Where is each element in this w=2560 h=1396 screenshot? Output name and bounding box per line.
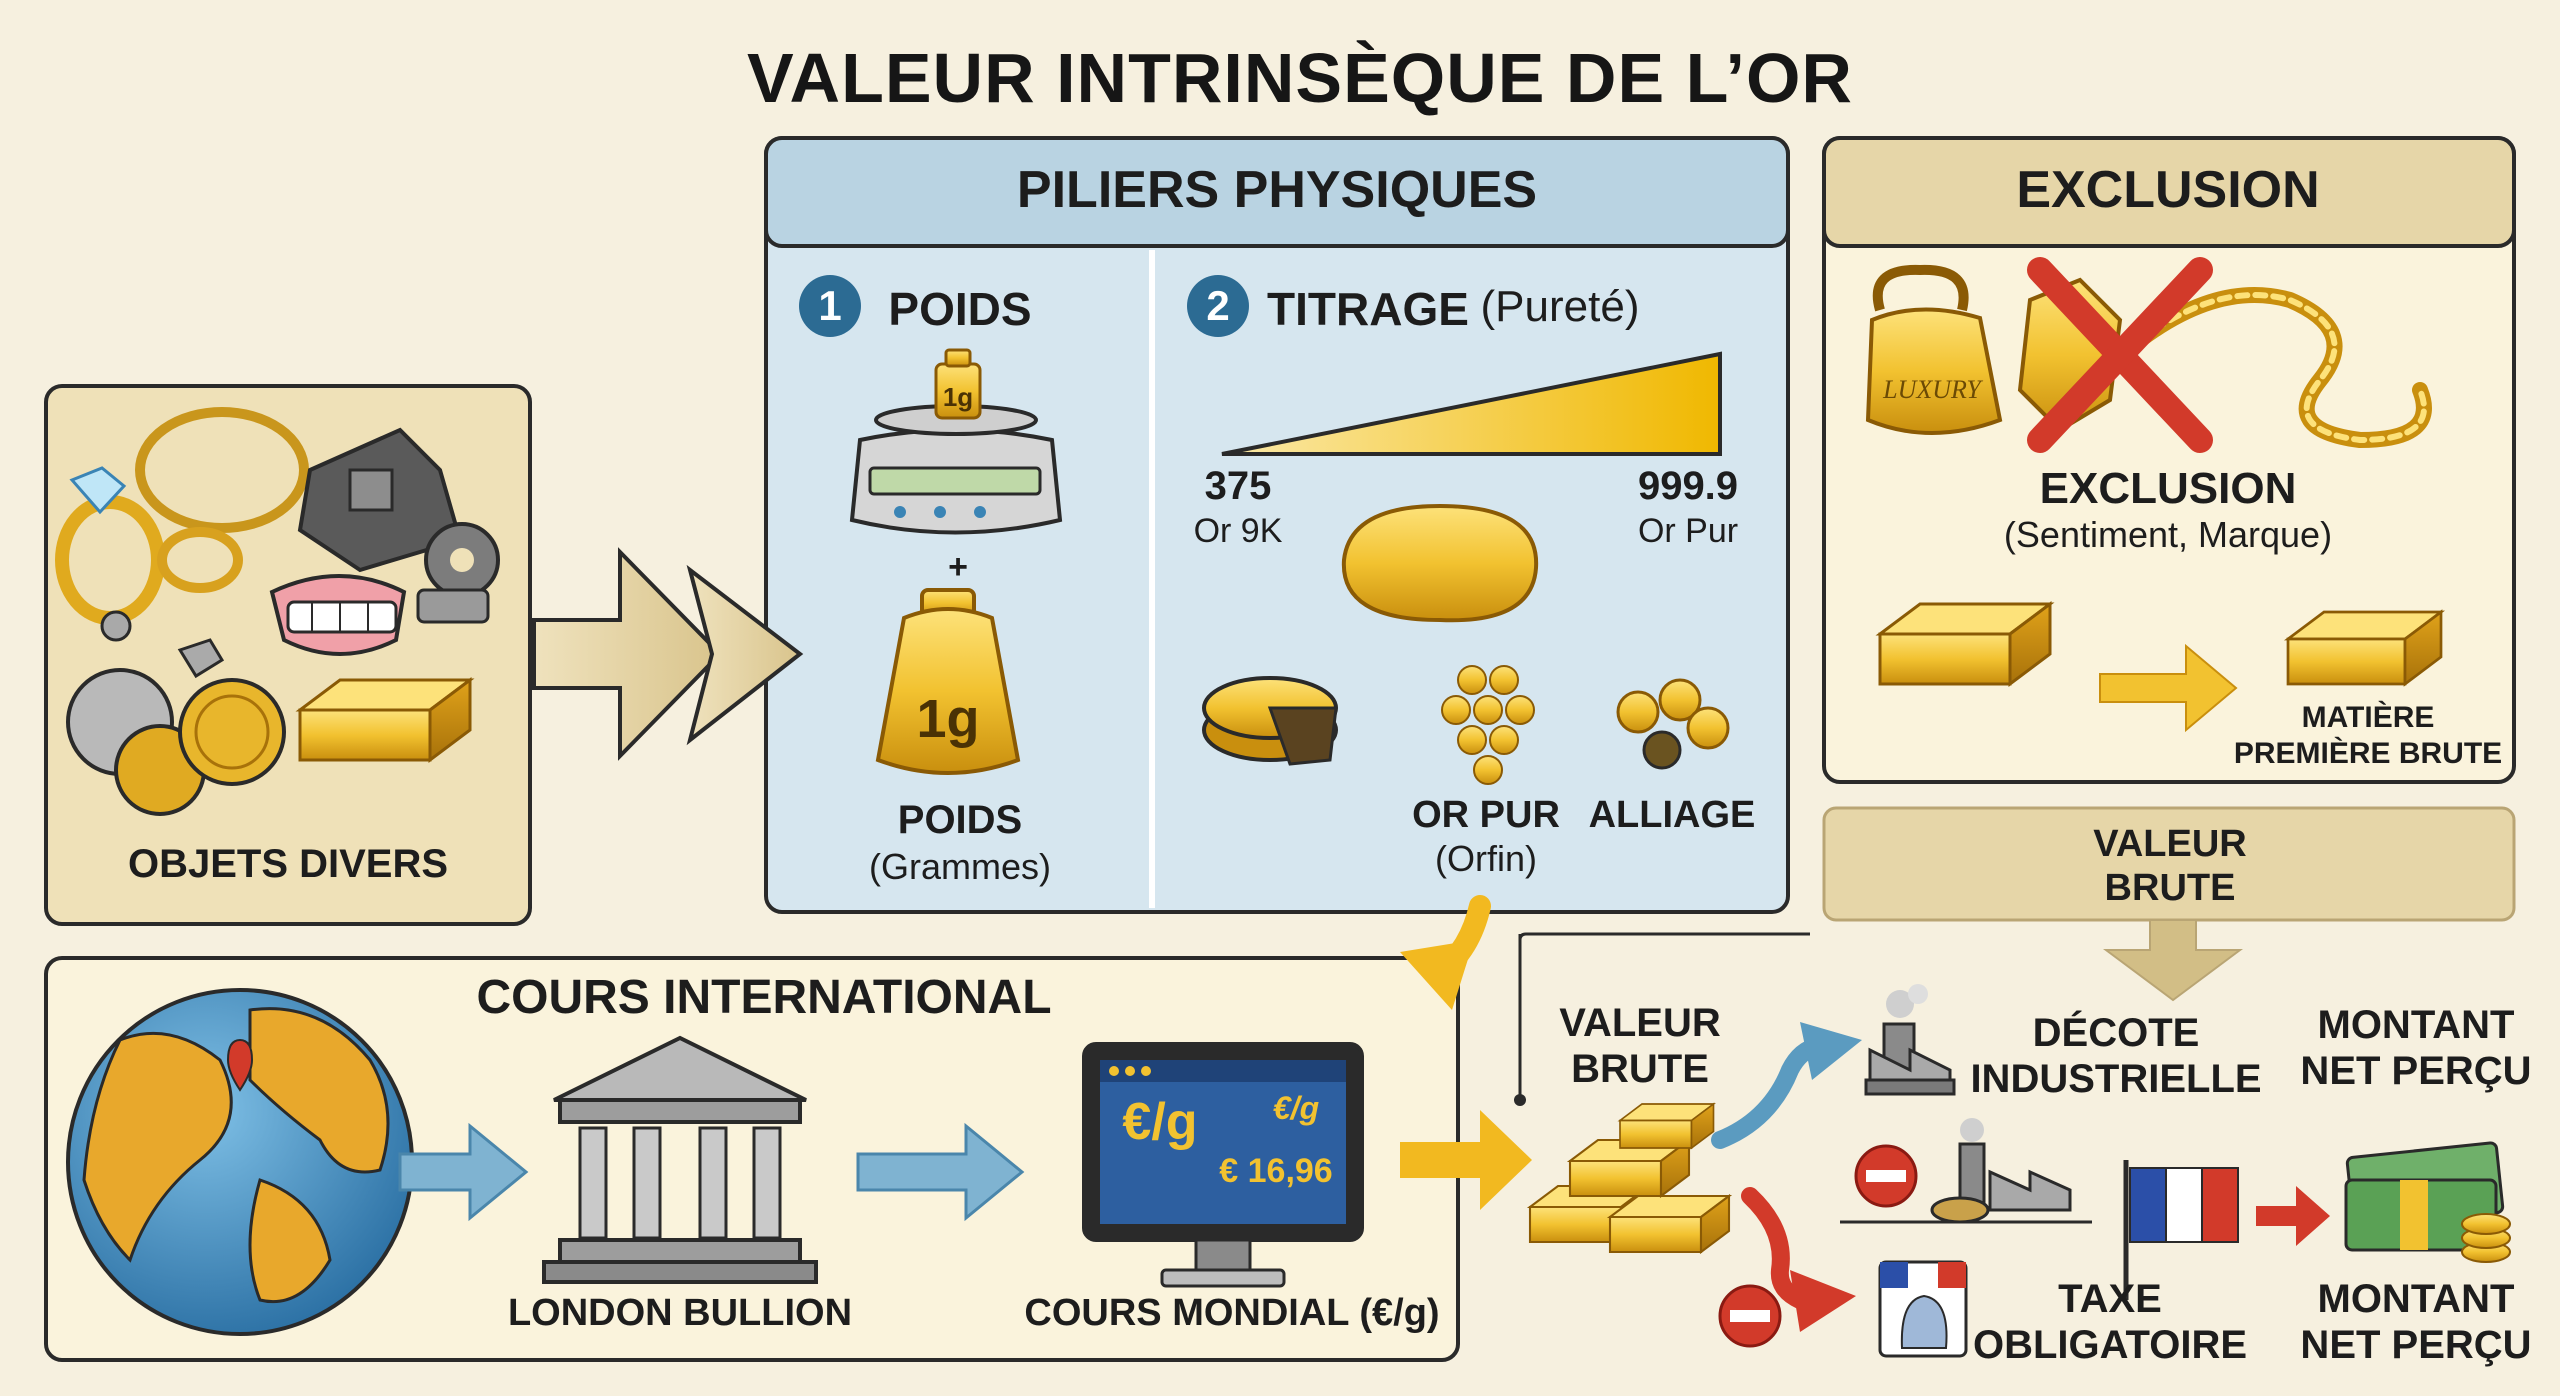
- arrow-cours-out: [1400, 1110, 1532, 1210]
- poids-title: POIDS: [888, 283, 1032, 335]
- factory-icon-2: [1930, 1118, 2072, 1224]
- matiere-label: MATIÈRE PREMIÈRE BRUTE: [2233, 701, 2503, 770]
- mondial-label: COURS MONDIAL (€/g): [1024, 1292, 1440, 1334]
- bank-icon: [542, 1035, 818, 1284]
- arrow-objets-to-piliers: [532, 547, 804, 761]
- weight-label: 1g: [916, 689, 980, 749]
- or-pur-label: OR PUR: [1412, 794, 1560, 836]
- arrow-flag-to-cash: [2256, 1186, 2330, 1246]
- or-pur-sub: (Orfin): [1435, 838, 1537, 879]
- purity-low-value: 375: [1204, 464, 1272, 508]
- purity-low-label: Or 9K: [1193, 512, 1283, 550]
- london-label: LONDON BULLION: [507, 1292, 853, 1334]
- screen-small-label: €/g: [1272, 1090, 1320, 1126]
- objets-illustration: [55, 407, 500, 816]
- arrow-globe-to-bank: [398, 1122, 529, 1222]
- gold-bar-raw-icon: [1878, 602, 2052, 686]
- montant-net-label-1: MONTANT NET PERÇU: [2300, 1003, 2532, 1093]
- objets-label: OBJETS DIVERS: [127, 842, 449, 886]
- valeur-brute-flow-label: VALEUR BRUTE: [1559, 1001, 1721, 1091]
- purity-high-label: Or Pur: [1637, 512, 1739, 550]
- taxe-label: TAXE OBLIGATOIRE: [1972, 1277, 2248, 1367]
- arrow-bank-to-monitor: [856, 1122, 1025, 1222]
- scale-icon: [849, 348, 1063, 535]
- diamond-icon: [69, 466, 127, 515]
- arrow-piliers-to-cours: [1400, 895, 1810, 1106]
- screen-price: € 16,96: [1219, 1152, 1333, 1190]
- factory-icon-1: [1864, 984, 1956, 1096]
- alliage-label: ALLIAGE: [1588, 794, 1756, 836]
- gold-grains-icon: [1441, 665, 1535, 785]
- panel-piliers: [764, 136, 1790, 914]
- cash-icon: [2344, 1141, 2511, 1263]
- gold-bar-icon: [298, 678, 472, 762]
- gold-stack-icon: [1528, 1103, 1731, 1254]
- piliers-header: PILIERS PHYSIQUES: [1016, 161, 1538, 219]
- cours-header: COURS INTERNATIONAL: [476, 971, 1052, 1024]
- globe-icon: [66, 988, 414, 1336]
- scale-weight-label: 1g: [942, 382, 974, 412]
- bag-text: LUXURY: [1882, 375, 1983, 404]
- minus-icon-1: [1854, 1144, 1918, 1208]
- marianne-icon: [1878, 1260, 1968, 1358]
- minus-icon-2: [1718, 1284, 1782, 1348]
- exclusion-header: EXCLUSION: [2016, 161, 2320, 219]
- purity-ramp: [1221, 351, 1722, 456]
- plus-sign: +: [948, 548, 968, 586]
- luxury-bag-icon: LUXURY: [1865, 264, 2003, 435]
- arrow-to-taxe: [1741, 1187, 1856, 1332]
- arrow-to-decote: [1711, 1022, 1862, 1149]
- gold-disc-icon: [1202, 676, 1338, 766]
- titrage-title-sub: (Pureté): [1480, 282, 1640, 331]
- french-flag-icon: [2123, 1160, 2239, 1300]
- exclusion-label: EXCLUSION: [2039, 464, 2297, 513]
- decote-label: DÉCOTE INDUSTRIELLE: [1970, 1011, 2262, 1101]
- poids-label: POIDS: [897, 798, 1023, 842]
- cross-icon: [2027, 257, 2213, 453]
- monitor-icon: [1082, 1042, 1364, 1288]
- alloy-icon: [1616, 678, 1730, 770]
- screen-big-label: €/g: [1122, 1093, 1198, 1151]
- titrage-number-badge: 2: [1187, 275, 1249, 337]
- montant-net-label-2: MONTANT NET PERÇU: [2300, 1277, 2532, 1367]
- titrage-title: TITRAGE: [1267, 283, 1469, 335]
- poids-sub: (Grammes): [869, 846, 1051, 887]
- purity-high-value: 999.9: [1637, 464, 1739, 508]
- arrow-valeur-down: [2102, 919, 2244, 1002]
- valeur-brute-box-label: VALEUR BRUTE: [2093, 823, 2247, 909]
- poids-number-badge: 1: [799, 275, 861, 337]
- weight-icon: [875, 588, 1021, 775]
- chain-icon: [2132, 287, 2432, 449]
- exclusion-sub: (Sentiment, Marque): [2003, 514, 2333, 555]
- gold-bar-refined-icon: [2286, 610, 2443, 686]
- page-title: VALEUR INTRINSÈQUE DE L’OR: [747, 39, 1853, 117]
- arrow-exclusion: [2099, 643, 2238, 733]
- gold-nugget-icon: [1341, 503, 1539, 623]
